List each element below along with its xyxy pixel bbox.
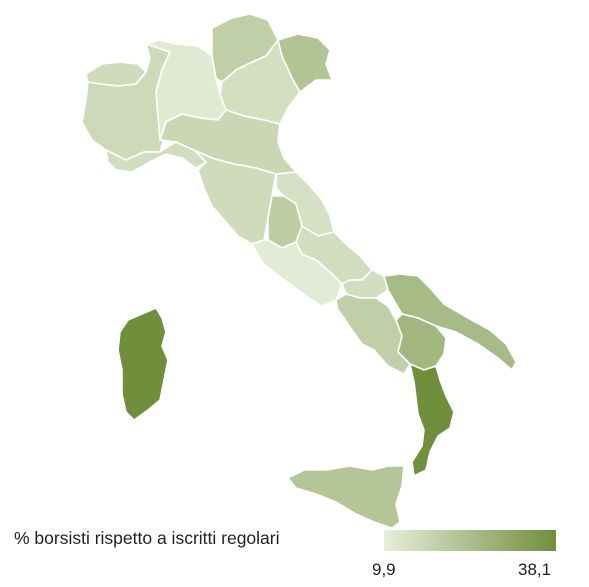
region-basilicata[interactable] bbox=[395, 313, 447, 371]
legend-max-label: 38,1 bbox=[518, 560, 552, 579]
region-sardegna[interactable] bbox=[117, 307, 169, 421]
region-liguria[interactable] bbox=[105, 141, 207, 173]
region-sicilia[interactable] bbox=[287, 465, 405, 529]
region-molise[interactable] bbox=[341, 269, 389, 299]
region-calabria[interactable] bbox=[409, 363, 455, 477]
legend-color-scale bbox=[384, 530, 556, 551]
legend-title: % borsisti rispetto a iscritti regolari bbox=[14, 528, 280, 548]
legend-min-label: 9,9 bbox=[372, 560, 396, 579]
region-friuli-venezia-giulia[interactable] bbox=[277, 33, 333, 93]
